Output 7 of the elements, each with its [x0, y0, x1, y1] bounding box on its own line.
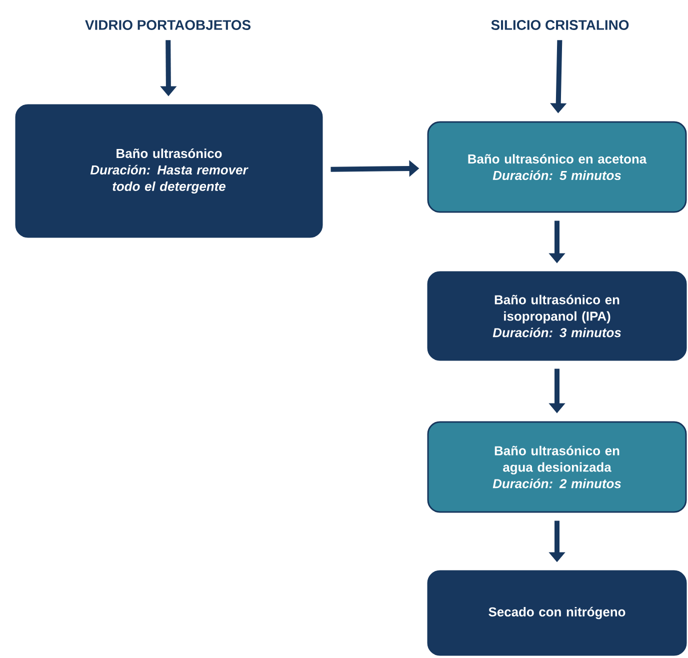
process-box: Baño ultrasónico Duración: Hasta remover todo el detergente	[15, 104, 323, 238]
process-box: Baño ultrasónico en agua desionizada Duración: 2 minutos	[427, 421, 687, 513]
process-box: Baño ultrasónico en isopropanol (IPA) Duración: 3 minutos	[427, 271, 687, 361]
heading-text: SILICIO CRISTALINO	[491, 20, 629, 30]
process-box: Baño ultrasónico en acetona Duración: 5 minutos	[427, 121, 687, 213]
heading-text: VIDRIO PORTAOBJETOS	[85, 20, 251, 30]
process-box: Secado con nitrógeno	[427, 570, 687, 656]
